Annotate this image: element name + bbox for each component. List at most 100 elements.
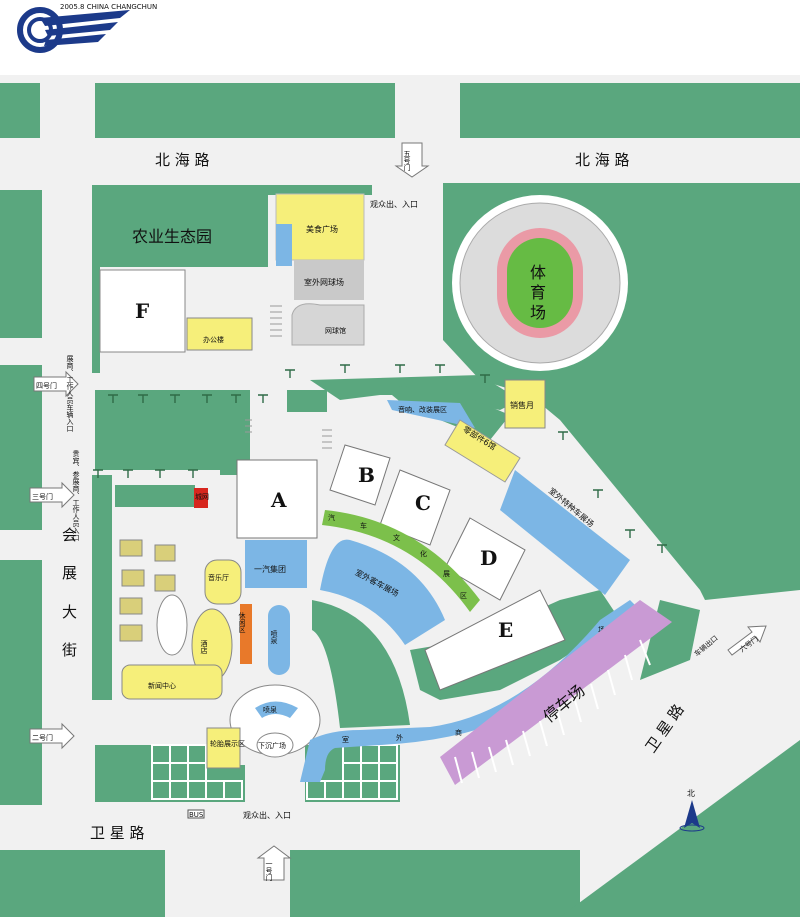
hotel-label: 酒店	[200, 640, 208, 655]
stadium-label-1: 体	[530, 263, 546, 282]
villa-houses	[119, 539, 176, 642]
south-entrance-label: 观众出、入口	[243, 810, 291, 820]
audio-zone	[387, 400, 475, 428]
news-center	[121, 664, 223, 700]
hall-e-label: E	[498, 618, 513, 642]
logo-caption: 2005.8 CHINA CHANGCHUN	[60, 3, 157, 11]
svg-text:展: 展	[443, 570, 450, 578]
stadium-label-3: 场	[530, 303, 546, 322]
svg-text:化: 化	[420, 549, 427, 558]
hall-d-label: D	[480, 546, 497, 570]
bus-label: BUS	[189, 811, 204, 819]
white-pond	[156, 594, 188, 656]
hall-d	[444, 517, 526, 601]
hall-f-label: F	[135, 299, 149, 323]
svg-text:区: 区	[460, 592, 467, 600]
svg-text:五号门: 五号门	[403, 150, 411, 172]
road-north-left: 北 海 路	[155, 151, 210, 169]
food-court-blue	[276, 224, 292, 266]
parking-lot	[440, 600, 672, 785]
gate-2-arrow: 二号门	[29, 722, 75, 750]
svg-text:商: 商	[455, 728, 462, 737]
svg-text:汽: 汽	[328, 513, 335, 522]
svg-text:车: 车	[360, 521, 367, 530]
hall-c-label: C	[415, 491, 431, 515]
news-label: 新闻中心	[148, 681, 176, 690]
grid-tiles-right	[306, 744, 398, 800]
sunken-plaza-label: 下沉广场	[258, 741, 286, 750]
tire-label: 轮胎展示区	[210, 739, 245, 748]
leisure-zone	[240, 604, 252, 664]
gate3-note: 贵宾、参展商、工作人员入口	[72, 449, 80, 541]
compass-label: 北	[687, 789, 695, 798]
outdoor-tennis	[294, 260, 364, 300]
agri-park	[100, 195, 268, 267]
car-culture-zone	[322, 510, 480, 612]
outdoor-tennis-label: 室外网球场	[304, 277, 344, 287]
svg-text:文: 文	[393, 533, 400, 542]
audio-zone-label: 音响、改装展区	[398, 405, 447, 414]
svg-text:二号门: 二号门	[32, 733, 53, 742]
hall-a-label: A	[270, 488, 287, 512]
road-west-1: 会	[62, 526, 77, 544]
svg-text:外: 外	[396, 733, 403, 742]
hall-e	[424, 589, 566, 691]
road-south: 卫 星 路	[90, 824, 145, 842]
grid-tiles-left	[151, 744, 243, 800]
hall-f	[99, 269, 186, 353]
gate-4-arrow: 四号门	[33, 370, 79, 398]
music-hall	[204, 559, 242, 605]
tennis-hall	[291, 303, 365, 346]
agri-park-label: 农业生态园	[132, 227, 212, 246]
tire-showcase	[206, 727, 241, 769]
tennis-hall-label: 网球馆	[325, 326, 346, 335]
gate-1-arrow: 一号门	[256, 845, 292, 882]
faw-group	[245, 540, 307, 588]
red-kiosk	[194, 488, 208, 508]
commercial-vehicle-zone	[300, 600, 640, 782]
expo-logo: 2005.8 CHINA CHANGCHUN	[17, 3, 157, 53]
stadium-label-2: 育	[530, 283, 546, 302]
red-kiosk-label: 城网	[195, 493, 209, 501]
hall-b	[329, 444, 391, 506]
fountain-2	[255, 701, 298, 718]
tree-rows	[93, 364, 667, 553]
bus-stop	[187, 809, 205, 819]
food-court-label: 美食广场	[306, 224, 338, 234]
music-label: 音乐厅	[208, 573, 229, 582]
fountain-1-label: 喷泉	[270, 629, 278, 644]
fountain-2-label: 喷泉	[263, 705, 277, 714]
fountain-1	[268, 605, 290, 675]
road-north-right: 北 海 路	[575, 151, 630, 169]
hall-c	[379, 469, 451, 546]
office-building	[186, 317, 253, 351]
sales-booth	[504, 379, 546, 429]
gate-5-arrow: 五号门	[394, 142, 430, 178]
stadium	[452, 195, 628, 371]
svg-text:三号门: 三号门	[32, 492, 53, 501]
leisure-label: 休闲区	[238, 611, 246, 633]
stairs-a	[245, 419, 332, 449]
svg-text:场: 场	[598, 625, 605, 634]
road-west-4: 街	[62, 641, 77, 659]
faw-label: 一汽集团	[254, 564, 286, 574]
stairs-ne	[270, 305, 282, 337]
svg-text:四号门: 四号门	[36, 381, 57, 390]
hall-b-label: B	[358, 463, 375, 487]
outer-green-blocks	[0, 83, 800, 917]
office-label: 办公楼	[203, 335, 224, 344]
svg-text:室: 室	[342, 735, 349, 744]
special-vehicle-zone	[500, 470, 630, 595]
road-west-3: 大	[62, 603, 77, 621]
road-west-2: 展	[62, 564, 77, 582]
hall-a	[236, 459, 318, 539]
svg-text:一号门: 一号门	[265, 860, 273, 882]
sales-label: 销售月	[510, 400, 534, 410]
north-entrance-label: 观众出、入口	[370, 199, 418, 209]
sunken-plaza	[256, 732, 294, 758]
gate-3-arrow: 三号门	[29, 481, 75, 509]
passenger-vehicle-zone	[320, 539, 445, 645]
compass-north-icon	[679, 800, 705, 832]
gate4-note: 展商、工作人员车辆入口	[66, 355, 74, 432]
